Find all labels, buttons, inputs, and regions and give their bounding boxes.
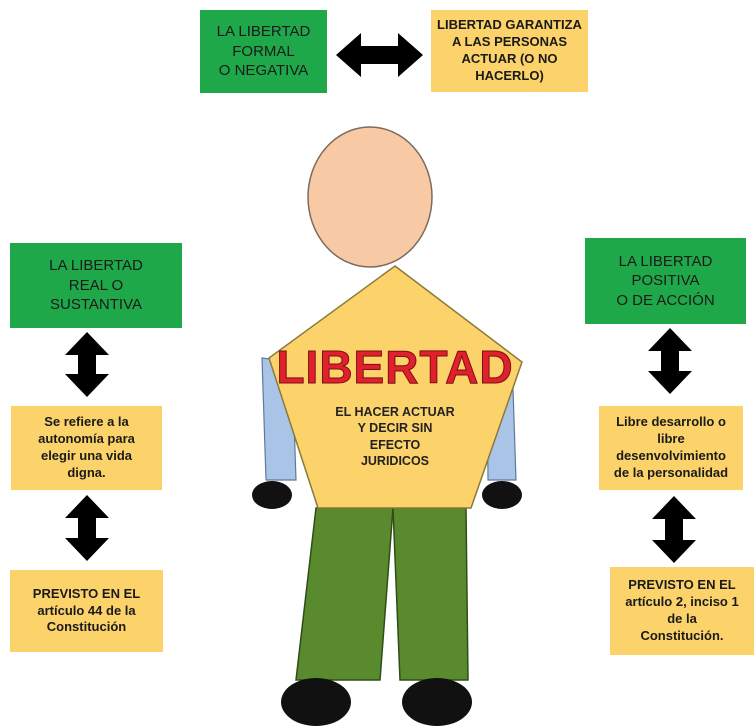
box-line: FORMAL [232, 42, 295, 60]
left-upper-double-arrow [65, 332, 109, 397]
box-line: O DE ACCIÓN [616, 291, 715, 309]
box-line: REAL O [68, 276, 124, 294]
box-line: PREVISTO EN EL [628, 577, 736, 593]
box-line: libre [657, 431, 685, 447]
shirt-text-line: JURIDICOS [360, 453, 430, 468]
box-line: A LAS PERSONAS [451, 34, 568, 50]
box-libertad-garantiza: LIBERTAD GARANTIZA A LAS PERSONAS ACTUAR… [431, 10, 588, 92]
box-line: Libre desarrollo o [616, 414, 726, 430]
box-line: SUSTANTIVA [50, 296, 142, 314]
box-line: de la [667, 611, 697, 626]
box-line: LIBERTAD GARANTIZA [437, 17, 582, 33]
top-double-arrow [336, 33, 423, 77]
box-line: desenvolvimiento [616, 448, 726, 463]
right-shoe [402, 678, 472, 726]
box-line: autonomía para [38, 431, 135, 447]
box-articulo-44: PREVISTO EN EL artículo 44 de la Constit… [10, 570, 163, 652]
right-lower-double-arrow [652, 496, 696, 563]
left-hand [252, 481, 292, 509]
shirt-text: EL HACER ACTUAR Y DECIR SIN EFECTO JURID… [300, 404, 490, 469]
box-line: elegir una vida [40, 448, 133, 463]
box-libre-desarrollo: Libre desarrollo o libre desenvolvimient… [599, 406, 743, 490]
box-line: ACTUAR (O NO [461, 51, 558, 66]
head [307, 126, 433, 268]
box-line: O NEGATIVA [218, 62, 309, 80]
box-libertad-real: LA LIBERTAD REAL O SUSTANTIVA [10, 243, 182, 328]
box-line: LA LIBERTAD [49, 257, 143, 275]
left-leg [295, 507, 394, 681]
right-upper-double-arrow [648, 328, 692, 394]
box-line: HACERLO) [475, 67, 544, 83]
box-line: de la personalidad [613, 464, 729, 480]
box-line: POSITIVA [631, 272, 700, 290]
box-articulo-2: PREVISTO EN EL artículo 2, inciso 1 de l… [610, 567, 754, 655]
box-line: Constitución. [640, 627, 724, 643]
shirt-title: LIBERTAD [276, 341, 514, 394]
box-line: LA LIBERTAD [216, 23, 311, 41]
box-line: digna. [67, 464, 106, 480]
box-libertad-positiva: LA LIBERTAD POSITIVA O DE ACCIÓN [585, 238, 746, 324]
right-leg [392, 507, 469, 681]
box-autonomia: Se refiere a la autonomía para elegir un… [11, 406, 162, 490]
left-lower-double-arrow [65, 495, 109, 561]
box-line: artículo 44 de la [37, 602, 136, 618]
box-line: Constitución [46, 619, 127, 635]
left-shoe [281, 678, 351, 726]
right-hand [482, 481, 522, 509]
box-line: PREVISTO EN EL [32, 585, 141, 601]
box-libertad-formal: LA LIBERTAD FORMAL O NEGATIVA [200, 10, 327, 93]
shirt-text-line: EFECTO [369, 437, 421, 452]
shirt-text-line: EL HACER ACTUAR [335, 405, 455, 419]
box-line: LA LIBERTAD [618, 252, 713, 270]
shirt [268, 265, 523, 509]
box-line: artículo 2, inciso 1 [625, 594, 739, 610]
shirt-text-line: Y DECIR SIN [357, 421, 433, 436]
box-line: Se refiere a la [44, 414, 129, 430]
